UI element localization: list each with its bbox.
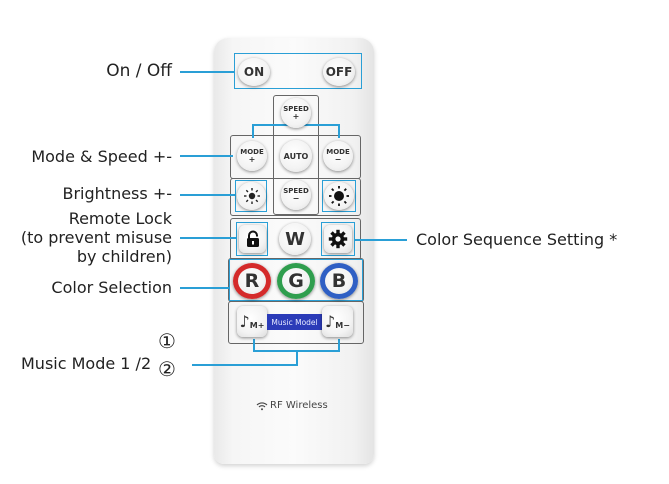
brightness-low-icon [243,188,260,204]
red-button[interactable]: R [233,263,271,299]
blue-button[interactable]: B [320,263,358,299]
brightness-row-frame [230,178,361,216]
callout-brightness: Brightness +- [62,184,173,203]
speed-minus-button[interactable]: SPEED− [281,180,311,210]
white-label: W [285,228,305,250]
mode-plus-button[interactable]: MODE+ [237,141,267,171]
callout-remote-lock-title: Remote Lock [68,209,172,228]
music-mode-1-button[interactable]: ♪M+ [237,306,267,337]
mode-minus-label: MODE [326,148,350,156]
rf-wireless-label: RF Wireless [270,400,328,411]
gear-frame [321,222,355,256]
callout-remote-lock-note1: (to prevent misuse [20,228,172,247]
green-button[interactable]: G [277,263,315,299]
brightness-high-icon [329,186,349,206]
color-selection-frame [229,259,363,301]
on-label: ON [243,65,265,79]
mode-callout-line [180,155,233,157]
callout-mode-speed: Mode & Speed +- [31,147,172,166]
music-note-icon-2: ♪ [325,311,336,331]
speed-column-frame [273,95,319,215]
music-plus-label: M+ [249,321,265,330]
brightness-plus-button[interactable] [324,182,354,210]
music-model-banner: Music Model [267,314,322,330]
red-label: R [244,270,260,292]
music-bracket-right [338,339,340,351]
speed-minus-sign: − [292,194,300,203]
music-callout-line [192,364,298,366]
callout-remote-lock-note2: by children) [76,247,172,266]
music-minus-label: M− [335,321,350,330]
on-off-frame [234,53,362,89]
speed-plus-label: SPEED [283,105,309,113]
mode-minus-button[interactable]: MODE− [323,141,353,171]
mode-minus-sign: − [334,155,342,164]
callout-circle-1: ① [158,329,176,353]
callout-on-off: On / Off [106,61,172,81]
color-selection-callout-line [180,287,229,289]
callout-color-selection: Color Selection [51,278,172,297]
music-row-frame [228,301,364,344]
lock-frame [236,222,268,256]
mode-bracket-right [338,124,340,138]
off-label: OFF [325,65,353,79]
brightness-minus-button[interactable] [237,182,266,210]
callout-color-sequence: Color Sequence Setting * [416,230,618,249]
music-mode-2-button[interactable]: ♪M− [322,306,353,337]
music-note-icon: ♪ [239,311,250,331]
speed-plus-button[interactable]: SPEED+ [281,98,311,128]
gear-icon [328,229,348,249]
auto-label: AUTO [283,151,309,161]
white-button[interactable]: W [279,223,311,255]
rf-wireless-brand: RF Wireless [256,400,328,411]
mode-bracket-left [252,124,254,138]
brightness-callout-line [180,194,235,196]
color-sequence-callout-line [355,239,407,241]
wifi-icon [256,401,268,410]
speed-minus-label: SPEED [283,187,309,195]
lock-button[interactable] [239,225,266,253]
blue-label: B [331,270,347,292]
on-off-callout-line [180,71,234,73]
on-button[interactable]: ON [238,58,270,86]
music-model-banner-text: Music Model [271,317,318,327]
green-label: G [288,270,304,292]
brightness-plus-frame [322,180,356,212]
callout-circle-2: ② [158,357,176,381]
speed-plus-sign: + [292,112,300,121]
color-sequence-button[interactable] [324,225,352,253]
mode-plus-sign: + [248,155,256,164]
callout-music-mode: Music Mode 1 /2 [21,354,152,373]
mode-plus-label: MODE [240,148,264,156]
off-button[interactable]: OFF [323,58,355,86]
music-bracket-left [253,339,255,351]
lock-icon [246,230,259,247]
brightness-minus-frame [235,180,267,212]
music-bracket-stem [296,350,298,365]
auto-button[interactable]: AUTO [280,140,312,172]
lock-callout-line [180,237,236,239]
